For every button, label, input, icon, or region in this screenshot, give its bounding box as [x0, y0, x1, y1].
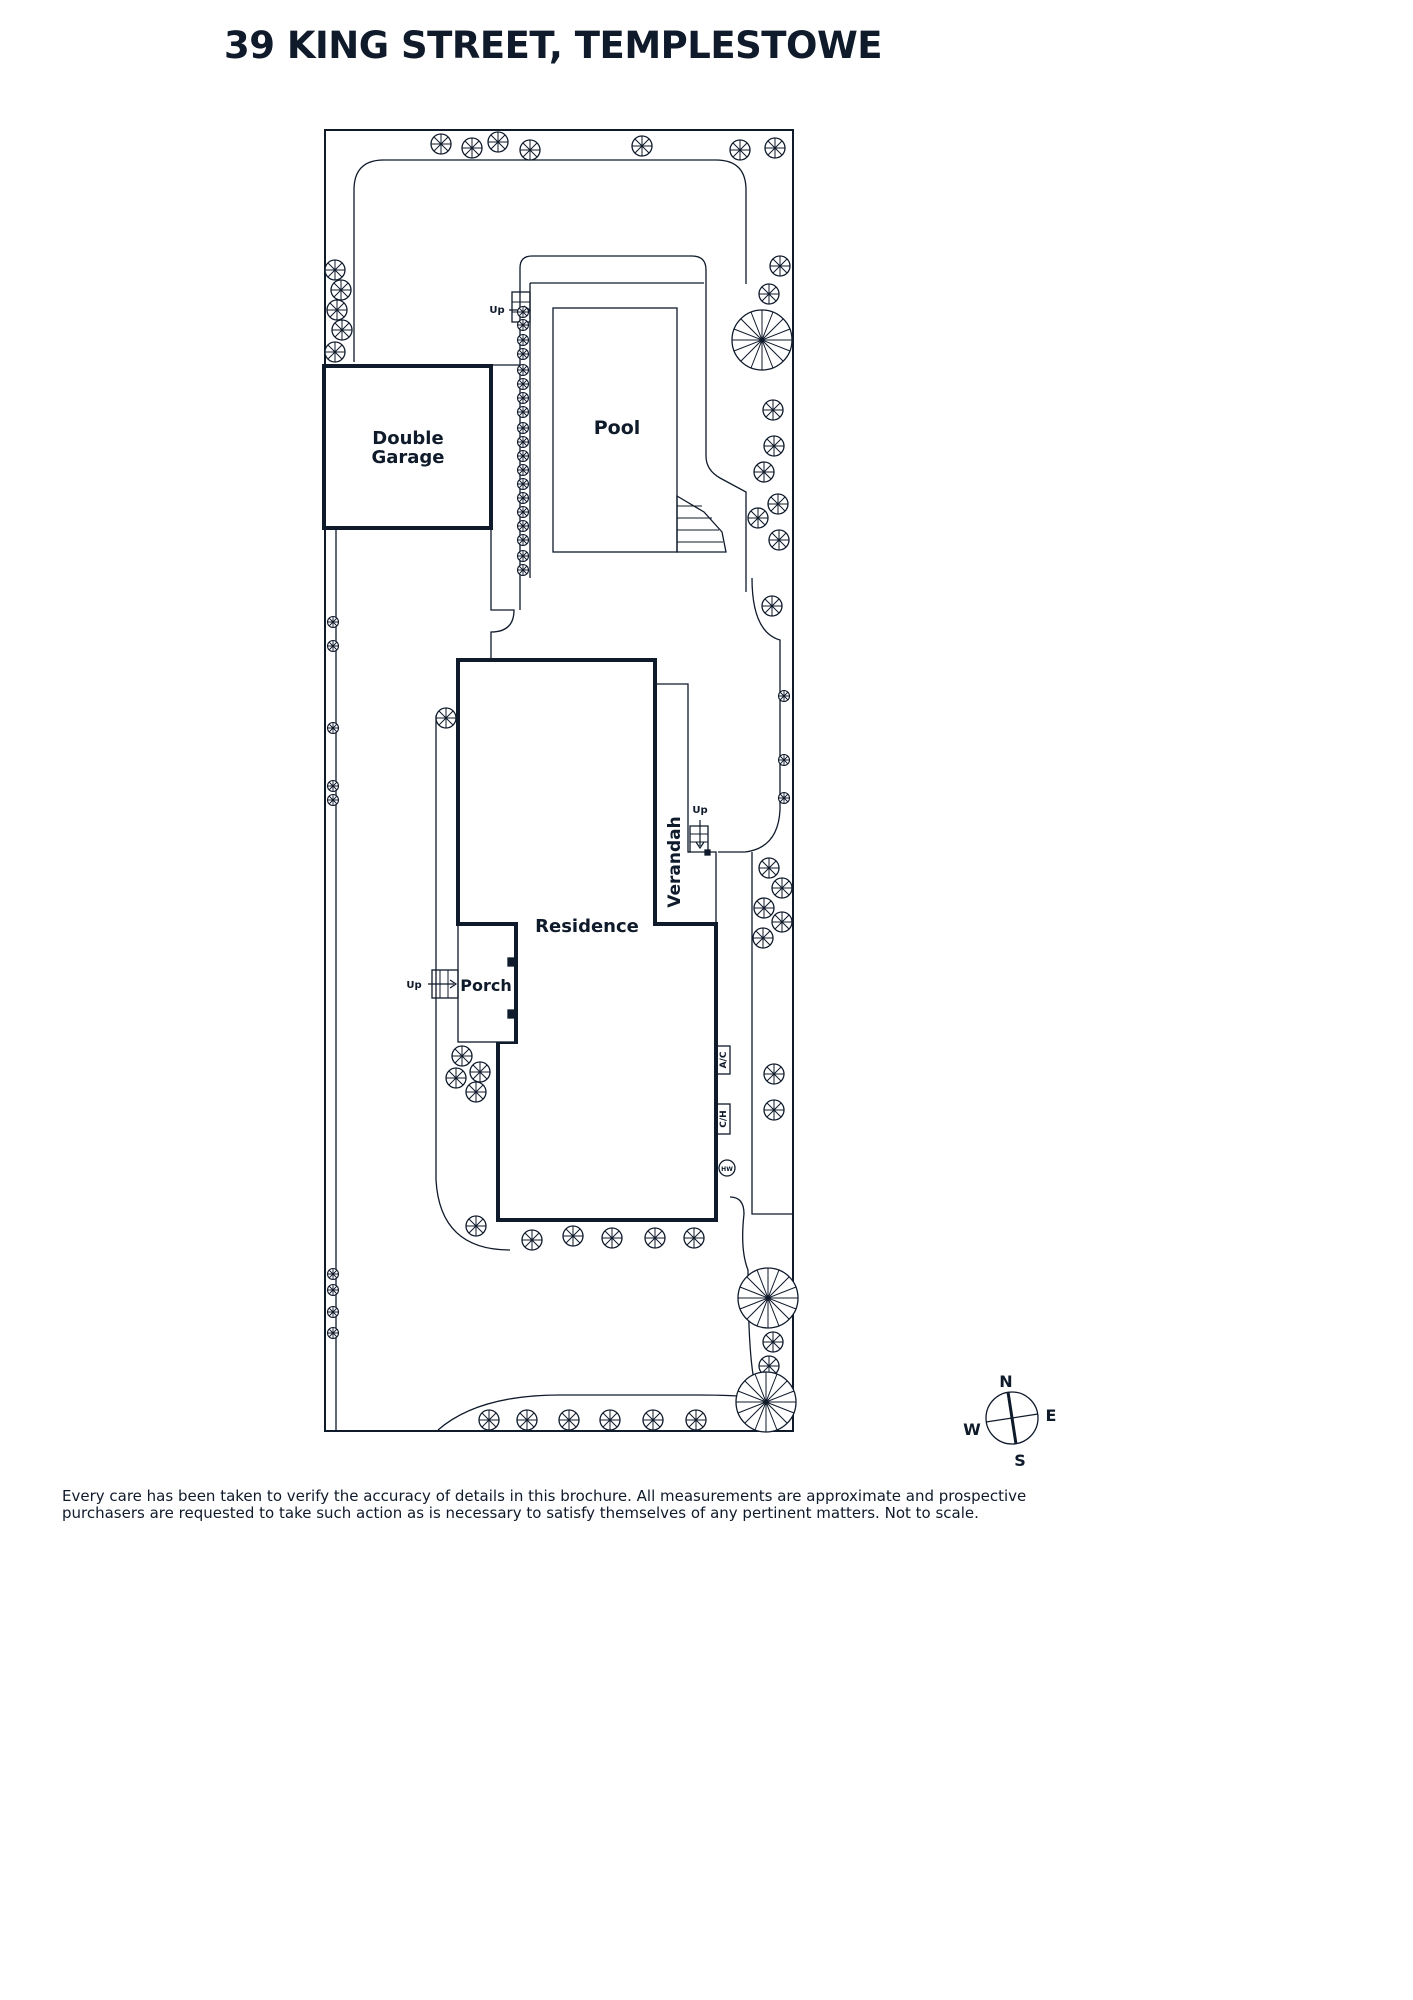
compass-north: N: [999, 1372, 1012, 1391]
disclaimer: Every care has been taken to verify the …: [62, 1488, 1072, 1522]
page-title: 39 KING STREET, TEMPLESTOWE: [223, 24, 883, 67]
porch-label: Porch: [460, 976, 511, 995]
verandah: [655, 683, 717, 924]
pool-step-up-label: Up: [489, 305, 504, 316]
ch-label: C/H: [719, 1110, 729, 1127]
compass-east: E: [1046, 1406, 1057, 1425]
double-garage: [322, 364, 493, 530]
property-boundary: [324, 129, 794, 1432]
west-boundary-shrubs: [326, 615, 340, 1340]
pool-fence-shrubs: [516, 305, 530, 577]
compass-south: S: [1014, 1451, 1026, 1470]
double-garage-label-line2: Garage: [371, 447, 444, 468]
disclaimer-line-1: Every care has been taken to verify the …: [62, 1487, 1027, 1505]
paths: [335, 159, 793, 1431]
disclaimer-line-2: purchasers are requested to take such ac…: [62, 1504, 979, 1522]
verandah-step-up-label: Up: [692, 805, 707, 816]
pool-label: Pool: [594, 417, 641, 439]
compass: N E S W: [963, 1372, 1056, 1470]
ac-label: A/C: [719, 1051, 729, 1068]
porch: [428, 922, 518, 1043]
porch-step-up-label: Up: [406, 980, 421, 991]
side-gate: [490, 528, 521, 660]
services: [715, 1045, 736, 1177]
double-garage-label-line1: Double: [372, 428, 443, 449]
compass-west: W: [963, 1420, 981, 1439]
hw-label: HW: [721, 1166, 733, 1173]
residence-label: Residence: [535, 916, 639, 937]
verandah-label: Verandah: [665, 816, 685, 907]
site-plan: Double Garage Pool Residence Verandah Po…: [322, 129, 1056, 1470]
